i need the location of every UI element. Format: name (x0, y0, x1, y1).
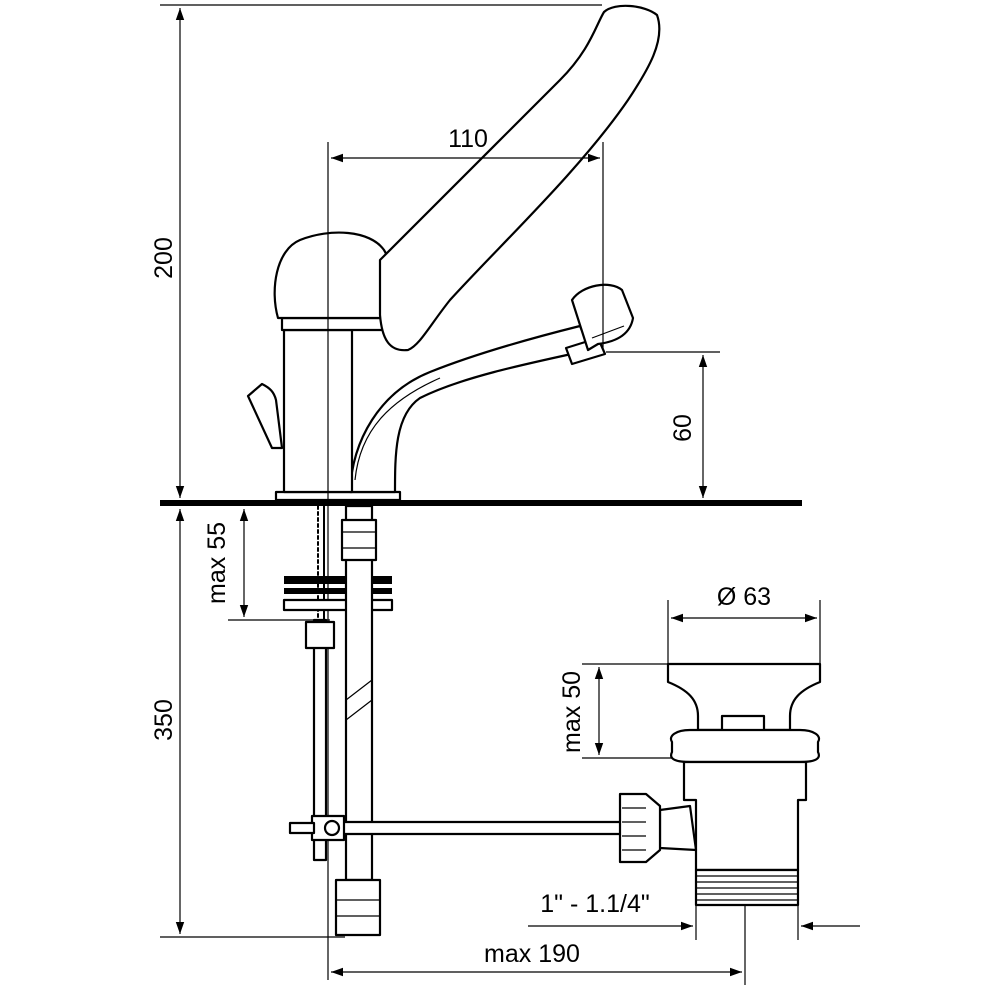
dim-max-190-label: max 190 (484, 940, 580, 968)
dim-60: 60 (606, 351, 720, 498)
dim-350: 350 (150, 509, 345, 938)
dim-diameter-63: Ø 63 (667, 583, 821, 664)
dim-thread-label: 1" - 1.1/4" (540, 890, 649, 918)
dim-350-label: 350 (150, 699, 178, 741)
dim-110-label: 110 (448, 125, 488, 153)
dim-200-label: 200 (150, 237, 178, 279)
dim-max-50: max 50 (558, 663, 672, 759)
dim-thread: 1" - 1.1/4" (528, 890, 860, 940)
dim-max-190: max 190 (331, 905, 746, 985)
dim-200: 200 (150, 4, 602, 498)
deck-line (160, 500, 802, 506)
dim-max-55-label: max 55 (203, 522, 231, 604)
dim-110: 110 (331, 125, 604, 350)
dim-60-label: 60 (669, 414, 697, 442)
drain-assembly (618, 662, 822, 907)
dim-max-50-label: max 50 (558, 671, 586, 753)
faucet-body (246, 4, 661, 502)
dim-max-55: max 55 (203, 509, 330, 621)
dim-diameter-63-label: Ø 63 (717, 583, 771, 611)
